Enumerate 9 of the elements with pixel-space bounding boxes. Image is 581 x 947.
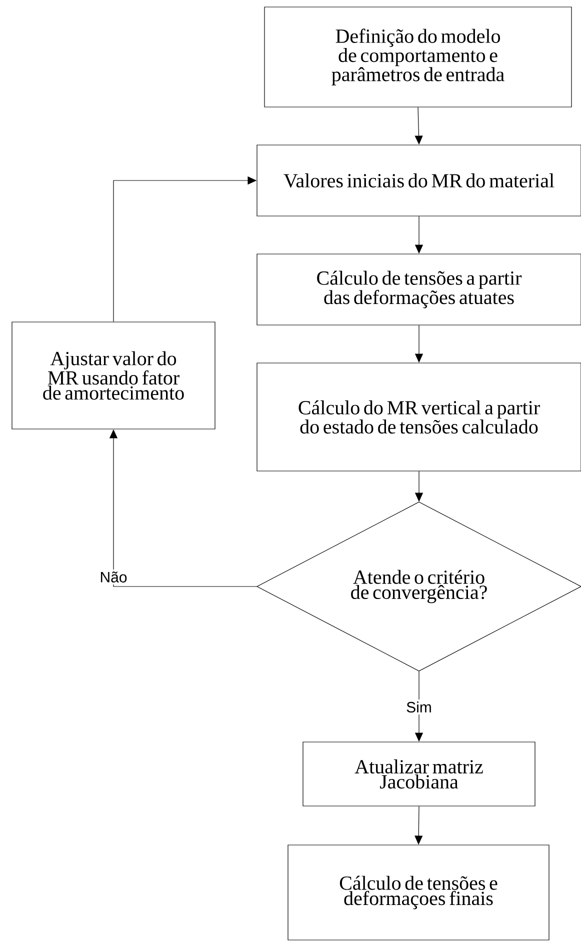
process-box: Cálculo de tensões a partir das deformações atuates — [256, 254, 581, 326]
process-box: Atualizar matriz Jacobiana — [302, 742, 536, 806]
process-box: Definição do modelo de comportamento e parâmetros de entrada — [264, 6, 572, 108]
process-box: Valores iniciais do MR do material — [256, 144, 581, 216]
edge-label: Não — [98, 570, 130, 584]
process-box: Cálculo de tensões e deformaçoes finais — [288, 844, 550, 940]
process-box: Cálculo do MR vertical a partir do estado de tensões calculado — [256, 362, 581, 472]
edge-label: Sim — [404, 700, 434, 715]
process-box: Ajustar valor do MR usando fator de amortecimento — [12, 322, 216, 430]
